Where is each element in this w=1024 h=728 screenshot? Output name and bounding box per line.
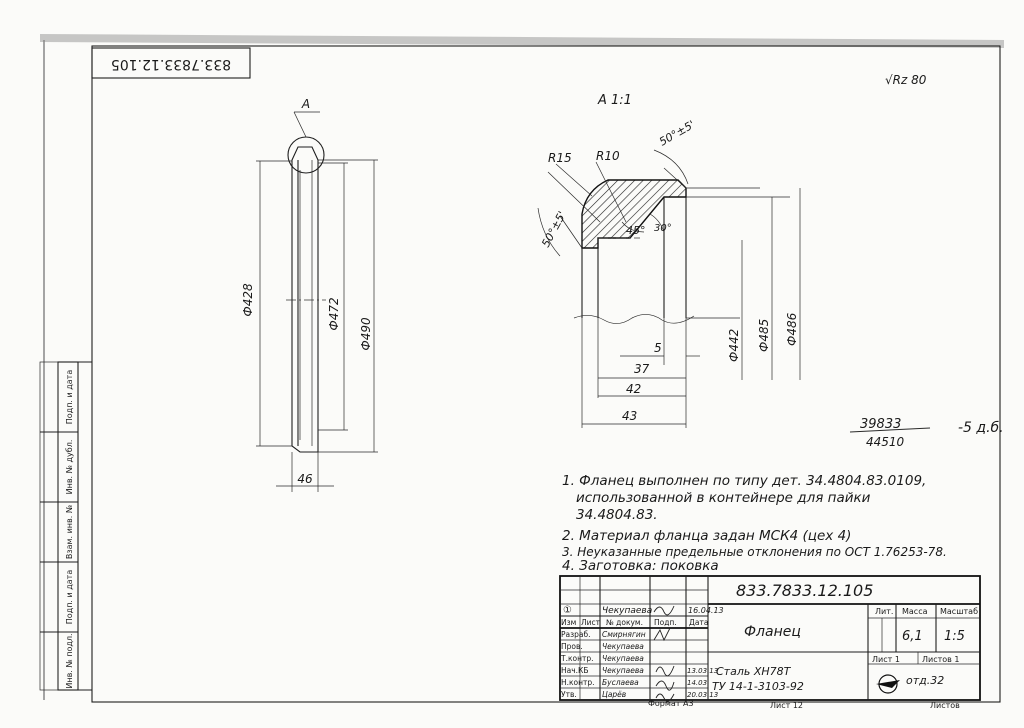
dim-d486: Ф486 [785,312,799,346]
dim-angle-50-top: 50°±5' [657,118,697,149]
role-person: Чекупаева [602,642,644,651]
role-date: 13.03.13 [687,667,718,675]
footer-format: Формат А3 [648,699,694,708]
part-name: Фланец [744,624,801,640]
stamp-label-1: Подп. и дата [65,370,74,425]
role-label: Разраб. [561,630,590,639]
note-line-4: 2. Материал фланца задан МСК4 (цех 4) [562,528,851,544]
signature-marks [653,605,675,702]
dim-angle-45: 45° [626,224,646,237]
dim-d485: Ф485 [757,319,771,352]
sheets-total: Листов 1 [922,655,960,664]
role-person: Царёв [602,690,626,699]
roughness-mark: √Rz 80 [885,73,927,87]
handwritten-number-2: 44510 [866,435,905,449]
dim-d490: Ф490 [359,317,373,351]
dim-37: 37 [634,362,650,376]
header-lit: Лит. [875,607,893,616]
svg-text:Лист: Лист [581,618,601,627]
role-label: Утв. [561,690,577,699]
dim-5: 5 [654,341,662,355]
role-person: Чекупаева [602,654,644,663]
stamp-label-4: Подп. и дата [65,570,74,625]
change-mark: ① [563,605,572,616]
doc-code-inverted: 833.7833.12.105 [111,56,231,72]
svg-text:№ докум.: № докум. [606,618,643,627]
note-line-3: 34.4804.83. [576,507,658,523]
role-date: 20.03.13 [687,691,718,699]
footer-right: Листов [930,701,960,710]
svg-text:Подп.: Подп. [654,618,677,627]
role-label: Нач.КБ [561,666,589,675]
stamp-label-5: Инв. № подл. [65,633,74,688]
role-person: Чекупаева [602,666,644,675]
header-scale: Масштаб [940,607,978,616]
company-logo-icon [876,674,900,694]
dim-d428: Ф428 [241,283,255,317]
svg-text:Дата: Дата [689,618,708,627]
dim-width-46: 46 [297,472,313,486]
technical-notes: 1. Фланец выполнен по типу дет. 34.4804.… [562,473,947,574]
role-person: Смирнягин [602,630,646,639]
role-person: Буслаева [602,678,639,687]
department-label: отд.32 [906,674,944,687]
note-line-2: использованной в контейнере для пайки [576,490,871,506]
note-line-6: 4. Заготовка: поковка [562,558,719,574]
dim-r10: R10 [596,149,620,163]
svg-text:Изм: Изм [561,618,576,627]
note-line-5: 3. Неуказанные предельные отклонения по … [562,545,947,559]
dim-r15: R15 [548,151,572,165]
role-date: 14.03 [687,679,707,687]
note-line-1: 1. Фланец выполнен по типу дет. 34.4804.… [562,473,926,489]
change-date: 16.04.13 [688,606,724,615]
footer-sheet: Лист 12 [770,701,803,710]
flange-side-view [256,111,378,492]
handwritten-number-1: 39833 [860,417,901,432]
detail-callout-circle [287,136,325,174]
doc-code-box [91,47,251,79]
title-col-headers: Изм Лист № докум. Подп. Дата [561,618,708,627]
section-title: А 1:1 [597,93,632,108]
mass-value: 6,1 [902,629,923,644]
sheet-number: Лист 1 [872,655,900,664]
material-line-2: ТУ 14-1-3103-92 [712,680,804,693]
flange-section-view [537,149,801,428]
dim-42: 42 [626,382,641,396]
change-person: Чекупаева [602,606,652,616]
dim-angle-30: 30° [654,223,672,234]
role-label: Н.контр. [561,678,595,687]
dim-43: 43 [622,409,637,423]
scan-edge-top [40,34,1004,48]
title-designation: 833.7833.12.105 [736,581,873,600]
role-label: Т.контр. [560,654,594,663]
callout-label: А [301,97,310,111]
scale-value: 1:5 [944,629,965,644]
material-line-1: Сталь ХН78Т [716,665,792,678]
role-label: Пров. [561,642,583,651]
stamp-label-2: Инв. № дубл. [65,440,74,495]
stamp-label-3: Взам. инв. № [65,504,74,559]
handwritten-note: -5 д.б. [958,420,1004,436]
side-stamp [39,361,92,691]
title-roles: Разраб. Смирнягин Пров. Чекупаева Т.конт… [560,630,718,699]
title-block [559,575,981,701]
dim-d472: Ф472 [327,297,341,330]
drawing-frame [91,45,1001,703]
header-mass: Масса [902,607,928,616]
dim-d442: Ф442 [727,329,741,362]
